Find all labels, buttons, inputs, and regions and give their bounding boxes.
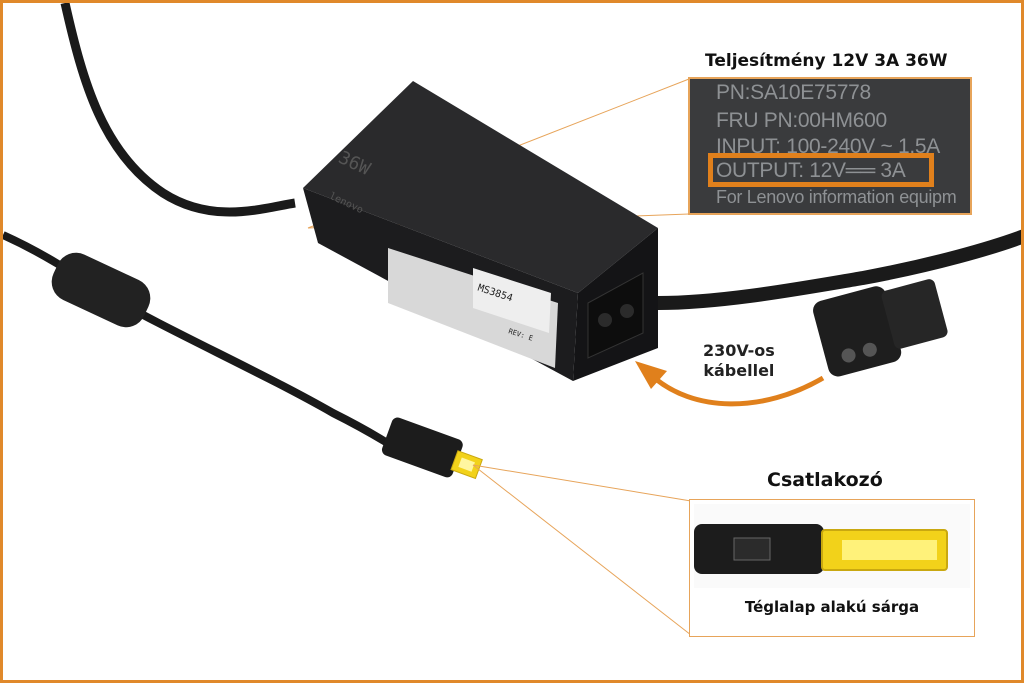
cable-note: 230V-os kábellel <box>703 341 775 381</box>
spec-footer: For Lenovo information equipm <box>716 187 957 207</box>
spec-title: Teljesítmény 12V 3A 36W <box>705 51 948 71</box>
connector-title: Csatlakozó <box>767 469 883 491</box>
adapter-top-face <box>303 81 658 293</box>
barcode-label-small <box>473 268 551 333</box>
dc-cable-top <box>60 3 296 217</box>
output-highlight <box>708 153 934 187</box>
ferrite-core <box>51 252 151 328</box>
cable-note-line1: 230V-os <box>703 341 775 360</box>
connector-caption: Téglalap alakú sárga <box>744 598 920 616</box>
arrow-icon <box>649 373 825 407</box>
connector-closeup-image <box>694 524 948 574</box>
cable-note-line2: kábellel <box>703 361 775 380</box>
ac-socket <box>587 272 644 359</box>
connector-closeup: Téglalap alakú sárga <box>689 499 975 637</box>
ac-cable <box>657 229 1021 310</box>
spec-fru: FRU PN:00HM600 <box>716 109 887 132</box>
spec-label-closeup: PN:SA10E75778 FRU PN:00HM600 INPUT: 100-… <box>688 77 972 215</box>
spec-input: INPUT: 100-240V ~ 1.5A <box>716 135 940 158</box>
product-illustration <box>3 3 1021 636</box>
ac-plug <box>813 279 948 377</box>
spec-pn: PN:SA10E75778 <box>716 81 871 104</box>
spec-output: OUTPUT: 12V══ 3A <box>716 159 906 182</box>
dc-connector <box>381 417 483 480</box>
